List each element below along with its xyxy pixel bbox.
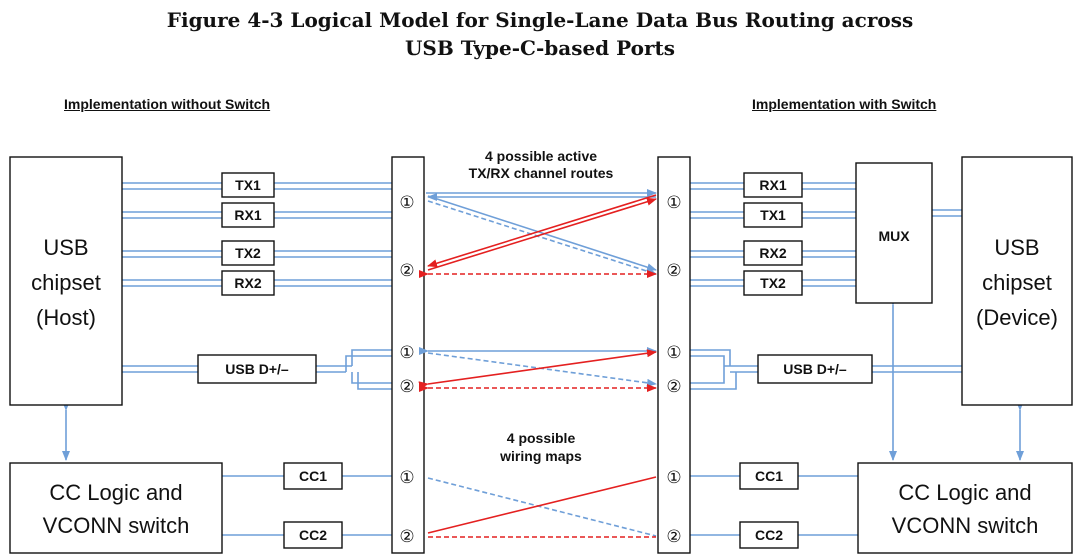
- mux-label: MUX: [878, 228, 910, 244]
- left-rx2-label: RX2: [234, 275, 261, 291]
- right-usbd-box: [757, 354, 873, 384]
- right-cc1-box: [739, 462, 799, 490]
- routes-note-line1: 4 possible active: [485, 148, 597, 164]
- device-cc-logic-box: [857, 462, 1073, 554]
- right-cc2-label: CC2: [755, 527, 783, 543]
- right-cc2-box: [739, 521, 799, 549]
- right-pin-1-cc: ①: [666, 468, 681, 488]
- right-tx1-box: [743, 202, 803, 228]
- host-chipset-line2: chipset: [31, 270, 101, 295]
- right-usbd-label: USB D+/–: [783, 361, 847, 377]
- left-cc1-label: CC1: [299, 468, 327, 484]
- mux-box: [855, 162, 933, 304]
- host-cc-logic-box: [9, 462, 223, 554]
- device-cc-line2: VCONN switch: [892, 513, 1039, 538]
- right-tx2-label: TX2: [760, 275, 786, 291]
- right-tx2-box: [743, 270, 803, 296]
- left-pin-1-cc: ①: [399, 468, 414, 488]
- left-rx1-box: [221, 202, 275, 228]
- host-chipset-line1: USB: [43, 235, 88, 260]
- device-chipset-line1: USB: [994, 235, 1039, 260]
- right-pin-2: ②: [666, 261, 681, 281]
- right-pin-1: ①: [666, 193, 681, 213]
- left-pin-2: ②: [399, 261, 414, 281]
- host-chipset-line3: (Host): [36, 305, 96, 330]
- left-tx1-box: [221, 172, 275, 198]
- host-cc-line2: VCONN switch: [43, 513, 190, 538]
- right-cc1-label: CC1: [755, 468, 783, 484]
- wiring-note-line1: 4 possible: [507, 430, 576, 446]
- routes-note-line2: TX/RX channel routes: [469, 165, 614, 181]
- left-section-heading: Implementation without Switch: [64, 96, 271, 112]
- wiring-note-line2: wiring maps: [499, 448, 582, 464]
- figure-title-line2: USB Type-C-based Ports: [404, 36, 676, 60]
- right-rx2-label: RX2: [759, 245, 786, 261]
- device-chipset-line3: (Device): [976, 305, 1058, 330]
- left-tx1-label: TX1: [235, 177, 261, 193]
- right-tx1-label: TX1: [760, 207, 786, 223]
- left-cc1-box: [283, 462, 343, 490]
- host-chipset-box: [9, 156, 123, 406]
- left-rx1-label: RX1: [234, 207, 261, 223]
- left-tx2-label: TX2: [235, 245, 261, 261]
- red-routes: [418, 194, 657, 538]
- right-pin-1-usb: ①: [666, 343, 681, 363]
- right-section-heading: Implementation with Switch: [752, 96, 937, 112]
- vertical-link-arrows: [62, 296, 1024, 461]
- device-chipset-box: [961, 156, 1073, 406]
- right-receptacle-bar: [657, 156, 691, 554]
- left-usbd-box: [197, 354, 317, 384]
- figure-title-line1: Figure 4-3 Logical Model for Single-Lane…: [166, 8, 914, 32]
- right-rx2-box: [743, 240, 803, 266]
- device-chipset-line2: chipset: [982, 270, 1052, 295]
- left-cc2-box: [283, 521, 343, 549]
- left-usbd-label: USB D+/–: [225, 361, 289, 377]
- device-cc-line1: CC Logic and: [898, 480, 1031, 505]
- left-pin-2-usb: ②: [399, 377, 414, 397]
- left-pin-2-cc: ②: [399, 527, 414, 547]
- figure-title: Figure 4-3 Logical Model for Single-Lane…: [0, 6, 1080, 62]
- left-pin-1: ①: [399, 193, 414, 213]
- right-pin-2-usb: ②: [666, 377, 681, 397]
- left-tx2-box: [221, 240, 275, 266]
- host-cc-line1: CC Logic and: [49, 480, 182, 505]
- left-cc2-label: CC2: [299, 527, 327, 543]
- right-rx1-label: RX1: [759, 177, 786, 193]
- left-rx2-box: [221, 270, 275, 296]
- right-pin-2-cc: ②: [666, 527, 681, 547]
- left-pin-1-usb: ①: [399, 343, 414, 363]
- blue-routes: [419, 189, 657, 537]
- right-rx1-box: [743, 172, 803, 198]
